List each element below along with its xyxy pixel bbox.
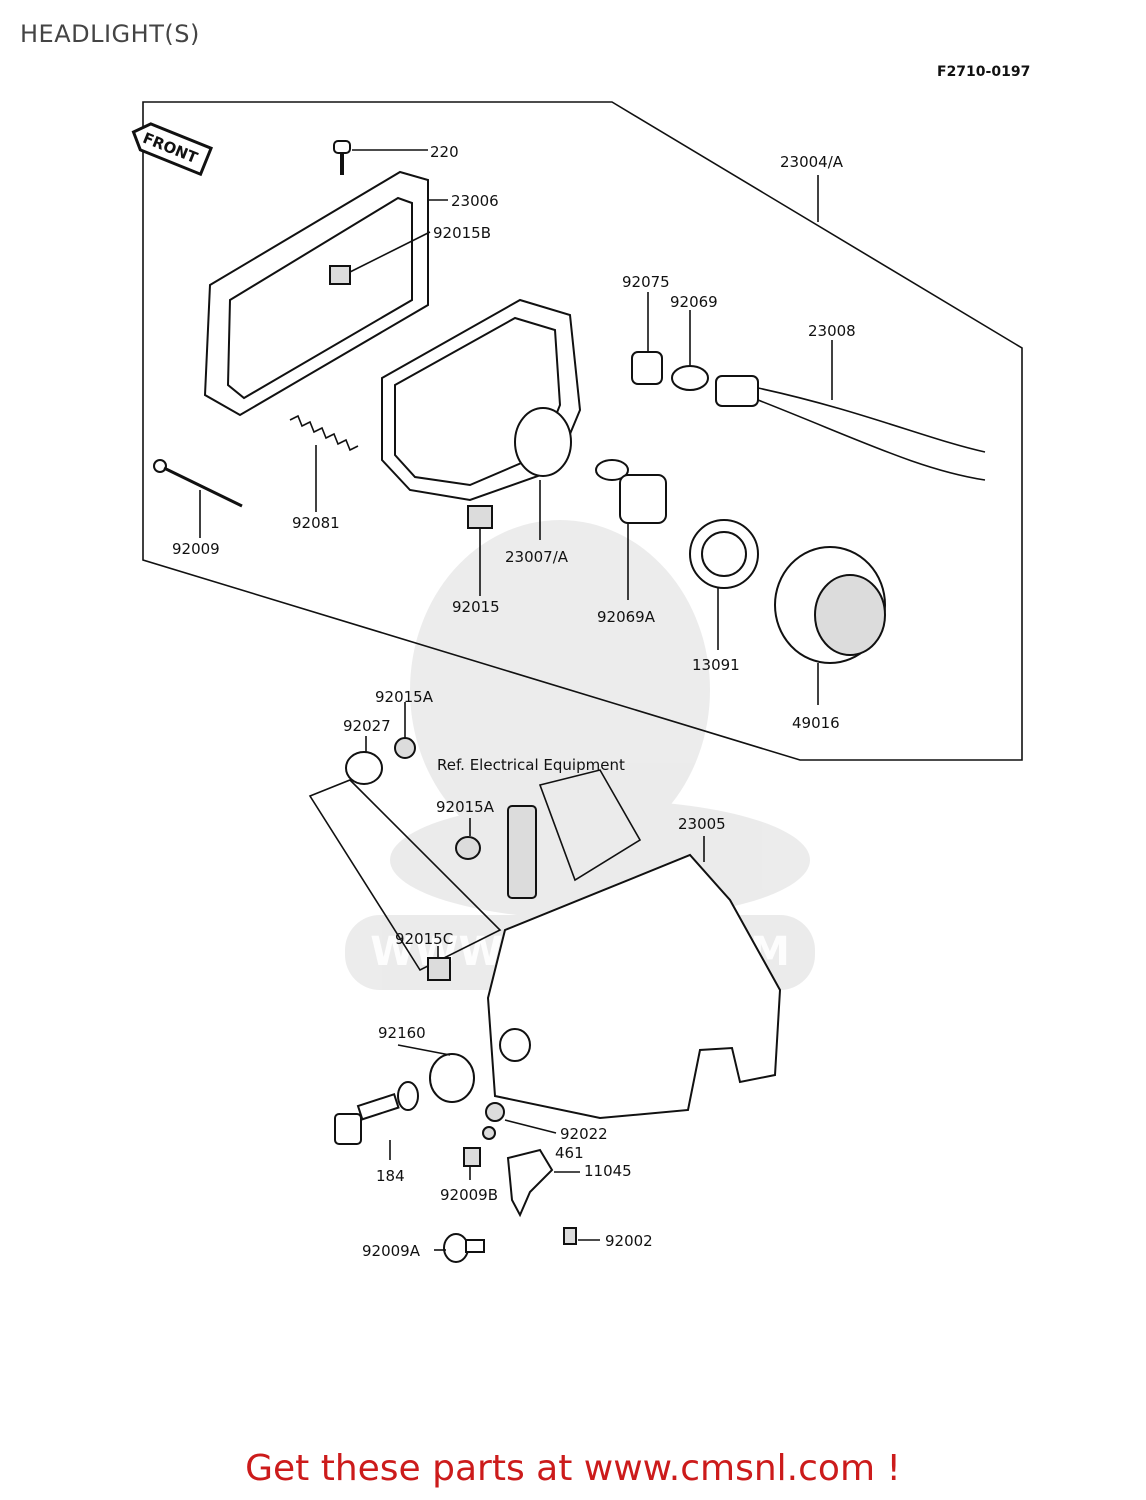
label-92009b: 92009B: [440, 1186, 498, 1204]
bolt-92002: [563, 1227, 600, 1245]
washer: [397, 1081, 419, 1111]
screw-220: [333, 140, 428, 175]
bolt-184: [334, 1092, 400, 1160]
label-92015: 92015: [452, 598, 500, 616]
headlight-unit: [381, 298, 582, 540]
wire-harness: [715, 340, 986, 481]
nut-92015a-mid: [455, 818, 481, 860]
dust-cover: [774, 546, 886, 705]
headlight-rim: [203, 170, 448, 417]
label-13091: 13091: [692, 656, 740, 674]
grommet-92160: [397, 1044, 475, 1103]
headlight-cowl: [486, 836, 782, 1120]
bulb-92069a: [595, 459, 667, 600]
label-49016: 49016: [792, 714, 840, 732]
assembly-boundary: [142, 101, 1023, 761]
stay-11045: [506, 1148, 580, 1218]
label-92022: 92022: [560, 1125, 608, 1143]
spring-92081: [289, 414, 359, 512]
label-23007a: 23007/A: [505, 548, 569, 566]
label-92027: 92027: [343, 717, 391, 735]
label-92075: 92075: [622, 273, 670, 291]
label-461: 461: [555, 1144, 584, 1162]
parts-diagram: WWW.CMSNL.COM FRONT: [131, 101, 1023, 1263]
ref-note: Ref. Electrical Equipment: [437, 756, 625, 774]
label-23008: 23008: [808, 322, 856, 340]
nut-92015c: [427, 946, 451, 981]
label-92015b: 92015B: [433, 224, 491, 242]
bolt-92009a: [434, 1233, 485, 1263]
label-92160: 92160: [378, 1024, 426, 1042]
page-title: HEADLIGHT(S): [20, 20, 200, 48]
diagram-code: F2710-0197: [937, 64, 1031, 80]
label-92081: 92081: [292, 514, 340, 532]
collar-92022: [482, 1102, 557, 1140]
nut-92015a-top: [394, 702, 416, 759]
label-92069a: 92069A: [597, 608, 656, 626]
label-23006: 23006: [451, 192, 499, 210]
label-220: 220: [430, 143, 459, 161]
front-arrow: FRONT: [131, 122, 214, 177]
label-92015a-mid: 92015A: [436, 798, 495, 816]
label-92069: 92069: [670, 293, 718, 311]
bracket-strip: [507, 769, 642, 899]
label-23005: 23005: [678, 815, 726, 833]
ref-bracket-outline: [308, 779, 502, 972]
bulb-socket: [631, 292, 663, 385]
label-184: 184: [376, 1167, 405, 1185]
bolt-92009b: [463, 1147, 481, 1180]
label-92002: 92002: [605, 1232, 653, 1250]
bulb-92069: [671, 310, 709, 391]
screw-92009: [153, 459, 243, 538]
grommet-92027: [345, 736, 383, 785]
label-92009a: 92009A: [362, 1242, 421, 1260]
label-92009: 92009: [172, 540, 220, 558]
label-23004a: 23004/A: [780, 153, 844, 171]
label-11045: 11045: [584, 1162, 632, 1180]
nut-92015b: [329, 231, 431, 285]
retaining-ring: [689, 519, 759, 650]
promo-banner[interactable]: Get these parts at www.cmsnl.com !: [245, 1448, 901, 1489]
label-92015a-top: 92015A: [375, 688, 434, 706]
label-92015c: 92015C: [395, 930, 453, 948]
nut-92015: [467, 505, 493, 596]
